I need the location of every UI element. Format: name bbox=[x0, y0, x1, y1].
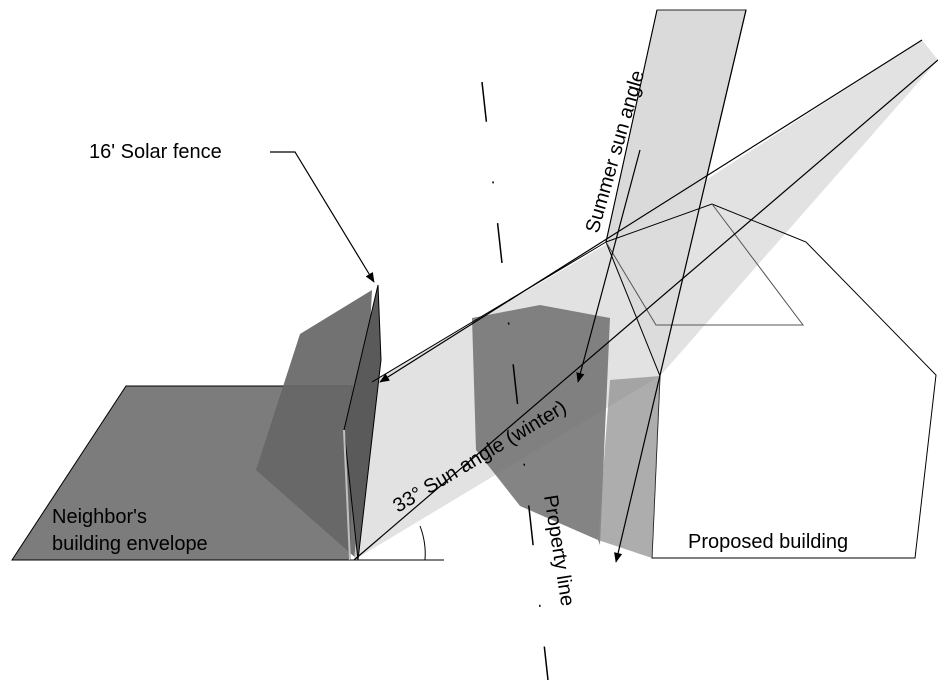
building-shadow-block bbox=[472, 305, 610, 545]
solar-fence-callout bbox=[270, 151, 375, 283]
neighbor-envelope-label-line2: building envelope bbox=[52, 533, 208, 555]
winter-ray-mid bbox=[371, 241, 607, 383]
proposed-building-front-face bbox=[598, 376, 660, 558]
proposed-building-roofline bbox=[605, 203, 805, 326]
solar-fence-post bbox=[343, 429, 351, 561]
neighbor-envelope-label-line1: Neighbor's bbox=[52, 506, 147, 528]
property-line bbox=[481, 81, 549, 681]
proposed-building bbox=[605, 203, 937, 559]
solar-fence-panel bbox=[343, 284, 382, 561]
summer-ray-right bbox=[614, 9, 747, 563]
summer-ray-left bbox=[605, 9, 658, 243]
fence-shadow-plane bbox=[256, 290, 372, 560]
sun-angle-arc bbox=[419, 525, 426, 561]
solar-fence-label: 16' Solar fence bbox=[89, 141, 222, 163]
summer-angle-arrow bbox=[576, 149, 641, 383]
proposed-building-label: Proposed building bbox=[688, 531, 848, 553]
winter-ray-lower bbox=[353, 59, 938, 561]
winter-ray-upper bbox=[379, 39, 923, 383]
